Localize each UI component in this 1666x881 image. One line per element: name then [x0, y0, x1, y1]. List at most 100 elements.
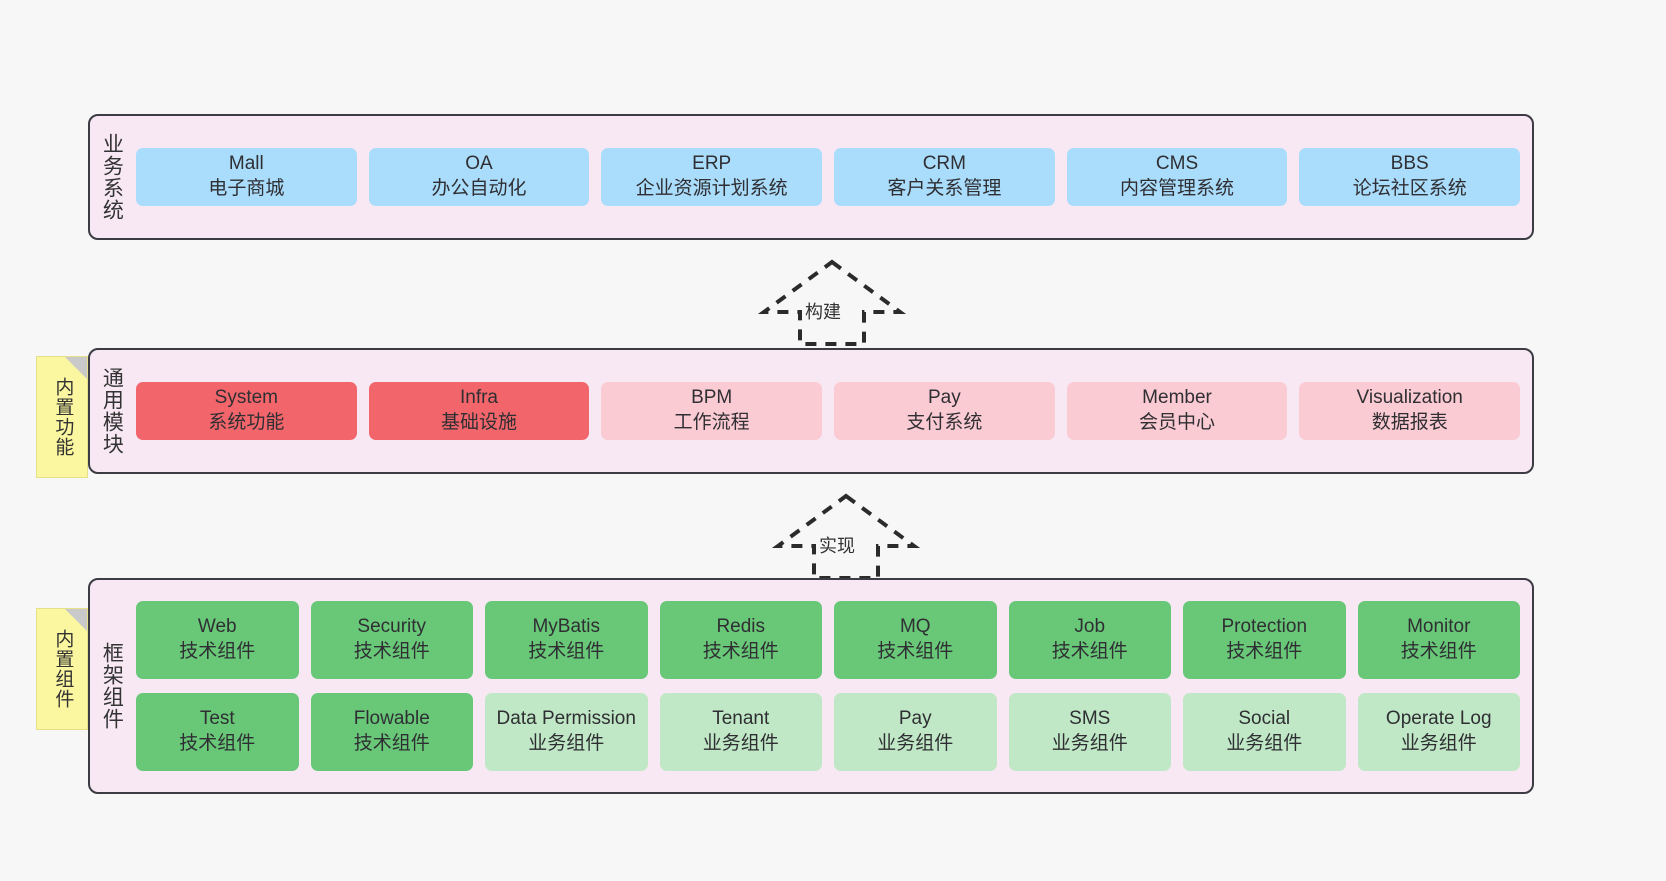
node-label-en: Job	[1074, 616, 1106, 638]
layer-title-common-module: 通用模块	[100, 367, 124, 455]
layer-body-common-module: System 系统功能 Infra 基础设施 BPM 工作流程 Pay 支付系统…	[132, 350, 1532, 472]
node-member[interactable]: Member 会员中心	[1066, 382, 1288, 440]
node-label-cn: 办公自动化	[431, 178, 527, 199]
node-mybatis[interactable]: MyBatis 技术组件	[485, 601, 648, 679]
node-pay-component[interactable]: Pay 业务组件	[834, 693, 997, 771]
sticky-note-label: 内置功能	[52, 377, 74, 457]
node-label-cn: 电子商城	[208, 178, 285, 199]
node-label-en: OA	[465, 153, 493, 175]
node-label-en: CMS	[1155, 153, 1199, 175]
node-label-en: Security	[357, 616, 427, 638]
node-label-cn: 技术组件	[877, 641, 954, 662]
arrow-build: 构建	[752, 256, 912, 348]
node-label-cn: 技术组件	[353, 733, 430, 754]
node-label-en: SMS	[1069, 708, 1111, 730]
node-social[interactable]: Social 业务组件	[1183, 693, 1346, 771]
arrow-build-glyph	[757, 259, 907, 346]
node-label-cn: 论坛社区系统	[1352, 178, 1467, 199]
node-redis[interactable]: Redis 技术组件	[659, 601, 822, 679]
node-bbs[interactable]: BBS 论坛社区系统	[1299, 148, 1521, 206]
node-job[interactable]: Job 技术组件	[1008, 601, 1171, 679]
node-security[interactable]: Security 技术组件	[310, 601, 473, 679]
node-bpm[interactable]: BPM 工作流程	[601, 382, 823, 440]
layer-title-framework-components: 框架组件	[100, 642, 124, 730]
node-cms[interactable]: CMS 内容管理系统	[1066, 148, 1288, 206]
layer-body-framework-components: Web 技术组件 Security 技术组件 MyBatis 技术组件 Redi…	[132, 580, 1532, 792]
node-label-cn: 客户关系管理	[887, 178, 1002, 199]
layer-business-system: 业务系统 Mall 电子商城 OA 办公自动化 ERP 企业资源计划系统 CRM…	[88, 114, 1534, 240]
node-label-en: Tenant	[712, 708, 770, 730]
node-label-en: Member	[1142, 387, 1212, 409]
node-label-en: MyBatis	[532, 616, 601, 638]
node-oa[interactable]: OA 办公自动化	[368, 148, 590, 206]
node-label-cn: 支付系统	[906, 412, 983, 433]
node-label-cn: 数据报表	[1371, 412, 1448, 433]
node-protection[interactable]: Protection 技术组件	[1183, 601, 1346, 679]
node-mall[interactable]: Mall 电子商城	[136, 148, 357, 206]
node-test[interactable]: Test 技术组件	[136, 693, 299, 771]
node-flowable[interactable]: Flowable 技术组件	[310, 693, 473, 771]
layer-common-module: 通用模块 System 系统功能 Infra 基础设施 BPM 工作流程 Pay…	[88, 348, 1534, 474]
node-row: Web 技术组件 Security 技术组件 MyBatis 技术组件 Redi…	[136, 601, 1520, 679]
sticky-fold-corner-icon	[65, 609, 87, 631]
node-label-cn: 业务组件	[1226, 733, 1303, 754]
node-label-en: Pay	[927, 387, 961, 409]
node-label-en: Mall	[228, 153, 264, 175]
node-label-cn: 技术组件	[1226, 641, 1303, 662]
node-label-en: BPM	[691, 387, 733, 409]
node-monitor[interactable]: Monitor 技术组件	[1357, 601, 1520, 679]
node-tenant[interactable]: Tenant 业务组件	[659, 693, 822, 771]
node-crm[interactable]: CRM 客户关系管理	[834, 148, 1055, 206]
node-row: Mall 电子商城 OA 办公自动化 ERP 企业资源计划系统 CRM 客户关系…	[136, 148, 1521, 206]
sticky-note-builtin-features: 内置功能	[36, 356, 88, 478]
node-label-cn: 技术组件	[179, 641, 256, 662]
node-label-en: Social	[1238, 708, 1291, 730]
node-label-cn: 技术组件	[179, 733, 256, 754]
node-label-en: Protection	[1221, 616, 1308, 638]
node-infra[interactable]: Infra 基础设施	[368, 382, 590, 440]
sticky-note-builtin-components: 内置组件	[36, 608, 88, 730]
node-label-en: MQ	[899, 616, 931, 638]
node-data-permission[interactable]: Data Permission 业务组件	[485, 693, 648, 771]
node-label-en: Web	[197, 616, 237, 638]
node-label-cn: 技术组件	[1051, 641, 1128, 662]
node-label-cn: 技术组件	[1400, 641, 1477, 662]
node-label-en: BBS	[1390, 153, 1429, 175]
node-label-cn: 会员中心	[1139, 412, 1216, 433]
layer-body-business-system: Mall 电子商城 OA 办公自动化 ERP 企业资源计划系统 CRM 客户关系…	[132, 116, 1532, 238]
node-web[interactable]: Web 技术组件	[136, 601, 299, 679]
node-label-en: CRM	[922, 153, 966, 175]
layer-title-business-system: 业务系统	[100, 133, 124, 221]
node-label-en: Pay	[898, 708, 932, 730]
layer-framework-components: 框架组件 Web 技术组件 Security 技术组件 MyBatis 技术组件…	[88, 578, 1534, 794]
node-label-cn: 内容管理系统	[1120, 178, 1235, 199]
node-label-cn: 系统功能	[208, 412, 285, 433]
node-label-en: Infra	[459, 387, 499, 409]
node-visualization[interactable]: Visualization 数据报表	[1299, 382, 1521, 440]
sticky-note-label: 内置组件	[52, 629, 74, 709]
node-label-en: Operate Log	[1385, 708, 1492, 730]
node-erp[interactable]: ERP 企业资源计划系统	[601, 148, 823, 206]
node-operate-log[interactable]: Operate Log 业务组件	[1357, 693, 1520, 771]
node-row: System 系统功能 Infra 基础设施 BPM 工作流程 Pay 支付系统…	[136, 382, 1521, 440]
node-mq[interactable]: MQ 技术组件	[834, 601, 997, 679]
node-label-cn: 业务组件	[1400, 733, 1477, 754]
node-pay[interactable]: Pay 支付系统	[834, 382, 1055, 440]
arrow-implement: 实现	[766, 490, 926, 582]
node-system[interactable]: System 系统功能	[136, 382, 357, 440]
node-label-en: Flowable	[353, 708, 430, 730]
node-sms[interactable]: SMS 业务组件	[1008, 693, 1171, 771]
node-label-en: Visualization	[1356, 387, 1463, 409]
node-row: Test 技术组件 Flowable 技术组件 Data Permission …	[136, 693, 1520, 771]
node-label-en: Monitor	[1407, 616, 1471, 638]
node-label-cn: 技术组件	[702, 641, 779, 662]
node-label-en: Test	[199, 708, 235, 730]
node-label-en: Redis	[716, 616, 766, 638]
node-label-cn: 业务组件	[1051, 733, 1128, 754]
node-label-cn: 业务组件	[702, 733, 779, 754]
node-label-cn: 技术组件	[353, 641, 430, 662]
node-label-cn: 企业资源计划系统	[635, 178, 788, 199]
node-label-cn: 业务组件	[528, 733, 605, 754]
node-label-cn: 工作流程	[673, 412, 750, 433]
arrow-build-label: 构建	[802, 298, 844, 324]
